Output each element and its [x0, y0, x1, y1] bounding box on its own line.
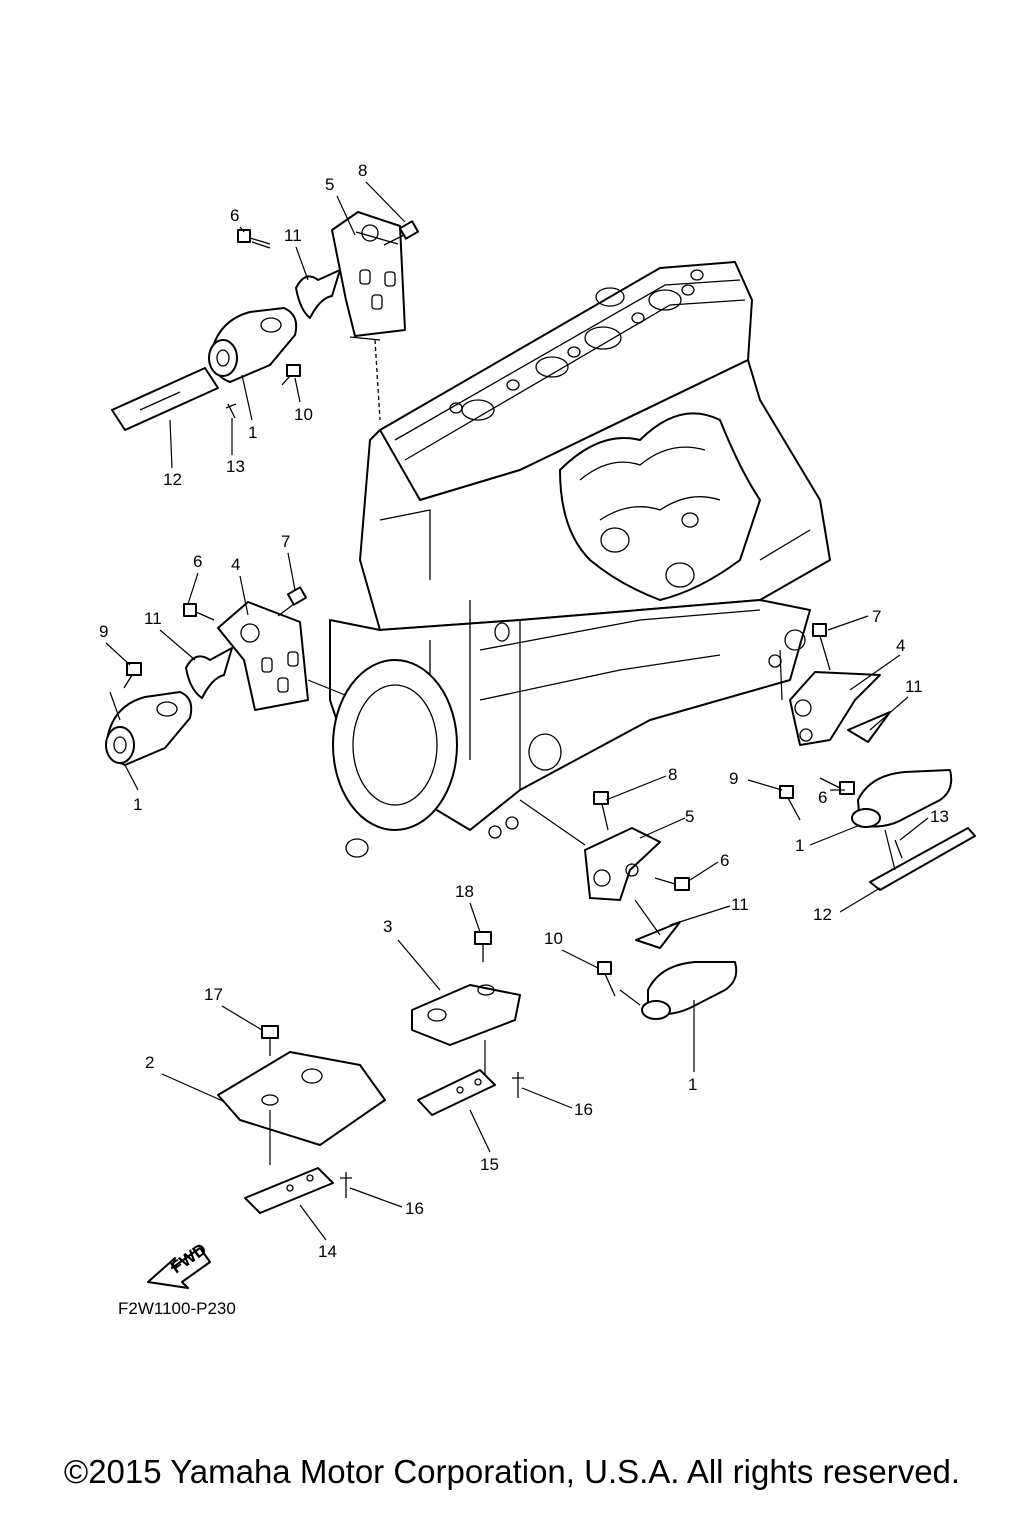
fwd-arrow: FWD: [147, 1240, 211, 1289]
callout-label: 4: [896, 636, 905, 655]
callout-leaders: [105, 181, 929, 1241]
callout-label: 10: [294, 405, 313, 424]
mount-group-lower: [217, 931, 524, 1214]
callout-label: 4: [231, 555, 240, 574]
callout-label: 16: [405, 1199, 424, 1218]
callout-label: 2: [145, 1053, 154, 1072]
callout-label: 7: [281, 532, 290, 551]
callout-label: 11: [905, 677, 923, 696]
callout-label: 18: [455, 882, 474, 901]
callout-label: 10: [544, 929, 563, 948]
callout-label: 3: [383, 917, 392, 936]
callout-label: 5: [685, 807, 694, 826]
callout-label: 5: [325, 175, 334, 194]
callout-label: 8: [668, 765, 677, 784]
callout-label: 17: [204, 985, 223, 1004]
diagram-reference-code: F2W1100-P230: [118, 1299, 236, 1318]
mount-group-mid-left: [105, 586, 346, 766]
mount-group-right: [779, 623, 976, 891]
copyright-notice: ©2015 Yamaha Motor Corporation, U.S.A. A…: [63, 1453, 961, 1490]
callout-labels: 8 5 6 11 10 1 12 13 7 6 4 9 11 1 7 4 11 …: [99, 161, 949, 1261]
callout-label: 1: [133, 795, 142, 814]
callout-label: 7: [872, 607, 881, 626]
callout-label: 9: [99, 622, 108, 641]
callout-label: 13: [226, 457, 245, 476]
callout-label: 9: [729, 769, 738, 788]
callout-label: 1: [248, 423, 257, 442]
callout-label: 6: [230, 206, 239, 225]
callout-label: 16: [574, 1100, 593, 1119]
callout-label: 1: [795, 836, 804, 855]
mount-group-upper-left: [111, 211, 420, 431]
callout-label: 13: [930, 807, 949, 826]
engine-block: [329, 261, 831, 858]
callout-label: 15: [480, 1155, 499, 1174]
callout-label: 11: [731, 895, 749, 914]
callout-label: 12: [163, 470, 182, 489]
callout-label: 12: [813, 905, 832, 924]
mount-group-lower-mid: [519, 791, 738, 1020]
callout-label: 8: [358, 161, 367, 180]
callout-label: 14: [318, 1242, 337, 1261]
callout-label: 11: [144, 609, 162, 628]
callout-label: 6: [818, 788, 827, 807]
callout-label: 11: [284, 226, 302, 245]
callout-label: 6: [720, 851, 729, 870]
callout-label: 6: [193, 552, 202, 571]
callout-label: 1: [688, 1075, 697, 1094]
